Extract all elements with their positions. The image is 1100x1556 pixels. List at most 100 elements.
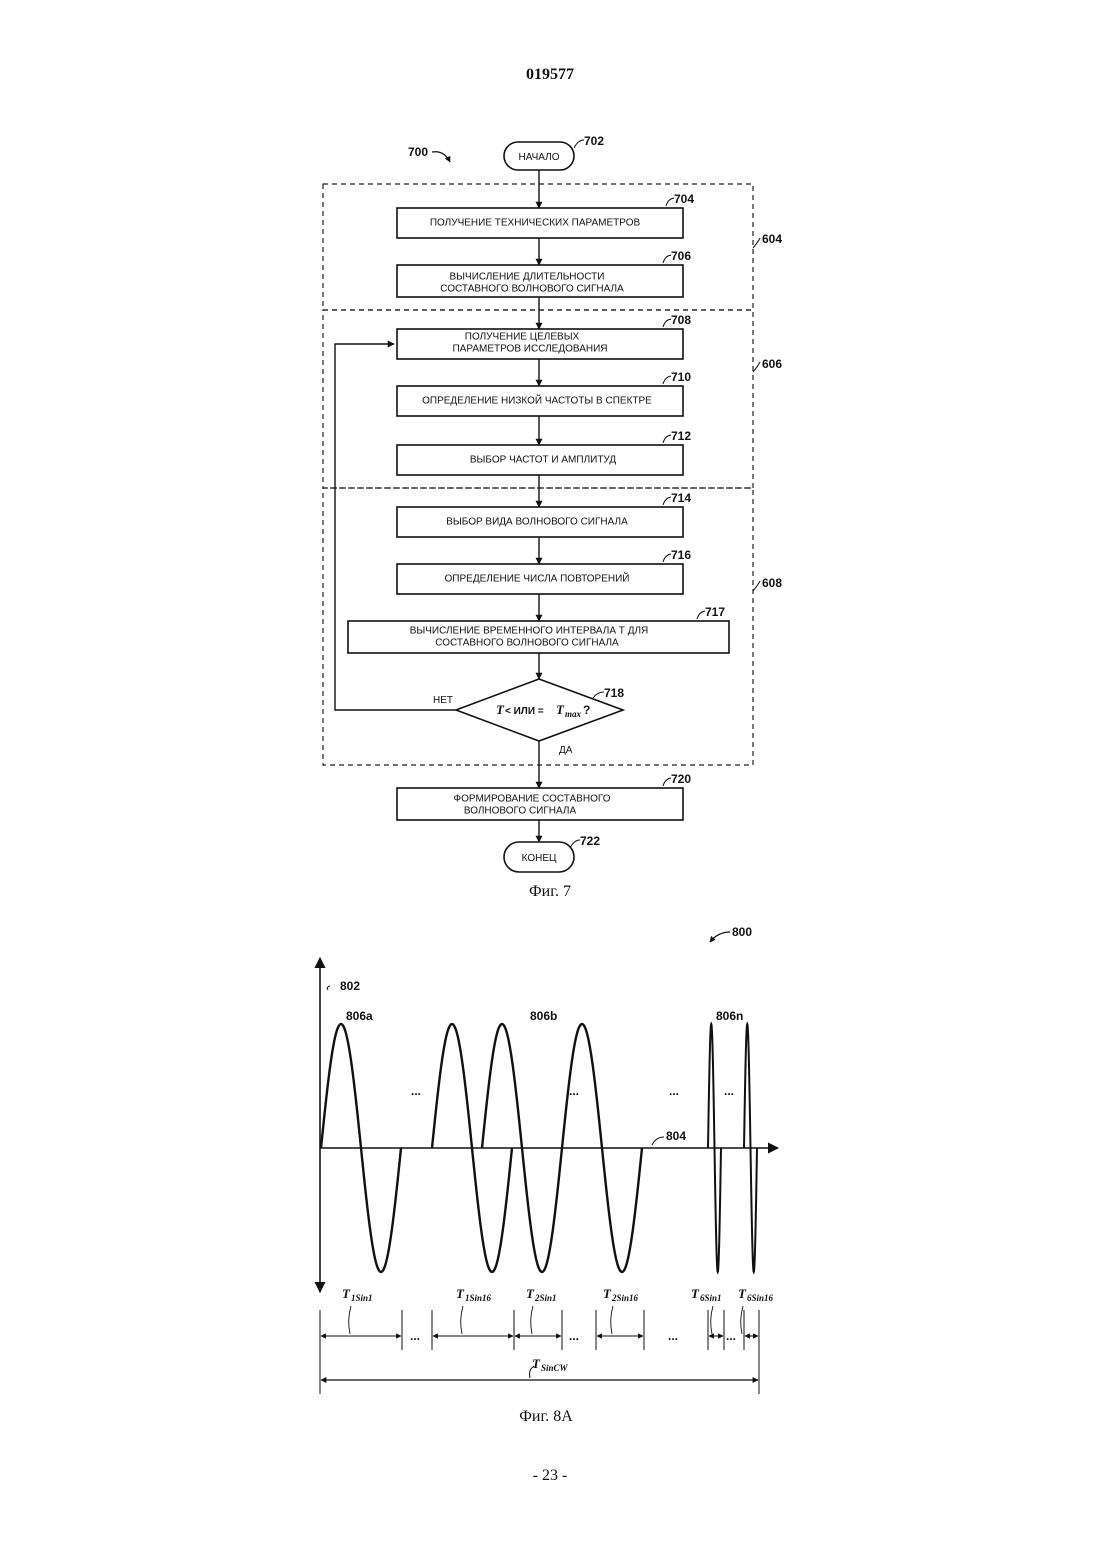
fig7-ref-700-arrow xyxy=(432,152,450,162)
step-714-ref: 714 xyxy=(671,491,691,505)
group-ref-608: 608 xyxy=(762,576,782,590)
wave-ref-806n: 806n xyxy=(716,1009,743,1023)
step-717-line-1: ВЫЧИСЛЕНИЕ ВРЕМЕННОГО ИНТЕРВАЛА Т ДЛЯ xyxy=(410,626,649,637)
end-ref-leader xyxy=(570,840,580,848)
dim-ellipsis-4: ... xyxy=(726,1329,736,1343)
start-label: НАЧАЛО xyxy=(518,152,559,163)
page-number: - 23 - xyxy=(0,1467,1100,1485)
step-716-ref: 716 xyxy=(671,548,691,562)
step-712: ВЫБОР ЧАСТОТ И АМПЛИТУД 712 xyxy=(397,429,691,475)
fig8a-ref-800: 800 xyxy=(732,925,752,939)
end-label: КОНЕЦ xyxy=(522,853,557,864)
dim-ellipsis-2: ... xyxy=(569,1329,579,1343)
step-712-line-1: ВЫБОР ЧАСТОТ И АМПЛИТУД xyxy=(470,455,616,466)
figure-8a-waveform: 800 802 804 806a 806b 806n ... ... ... .… xyxy=(320,925,778,1425)
wave-ellipsis-1: ... xyxy=(411,1084,421,1098)
interval-label-t1sin1: T 1Sin1 xyxy=(342,1286,373,1303)
interval-label-main: T xyxy=(603,1286,612,1301)
wave-ellipsis-4: ... xyxy=(724,1084,734,1098)
interval-dimension-row xyxy=(320,1306,759,1350)
dim-ellipsis-1: ... xyxy=(410,1329,420,1343)
decision-tmax: T xyxy=(556,702,565,717)
step-708: ПОЛУЧЕНИЕ ЦЕЛЕВЫХ ПАРАМЕТРОВ ИССЛЕДОВАНИ… xyxy=(397,313,691,359)
step-708-line-2: ПАРАМЕТРОВ ИССЛЕДОВАНИЯ xyxy=(452,344,607,355)
step-716-leader xyxy=(663,554,671,562)
y-axis-ref: 802 xyxy=(340,979,360,993)
step-714: ВЫБОР ВИДА ВОЛНОВОГО СИГНАЛА 714 xyxy=(397,491,691,537)
total-label-sub: SinCW xyxy=(541,1363,569,1373)
step-717-leader xyxy=(697,611,705,619)
interval-label-main: T xyxy=(456,1286,465,1301)
step-720-leader xyxy=(663,778,671,786)
step-716-line-1: ОПРЕДЕЛЕНИЕ ЧИСЛА ПОВТОРЕНИЙ xyxy=(445,572,630,585)
step-710-line-1: ОПРЕДЕЛЕНИЕ НИЗКОЙ ЧАСТОТЫ В СПЕКТРЕ xyxy=(422,394,652,407)
step-704-ref: 704 xyxy=(674,192,694,206)
step-706-line-2: СОСТАВНОГО ВОЛНОВОГО СИГНАЛА xyxy=(440,284,624,295)
group-ref-606: 606 xyxy=(762,357,782,371)
decision-ref: 718 xyxy=(604,686,624,700)
step-710-ref: 710 xyxy=(671,370,691,384)
group-604-leader xyxy=(753,238,760,248)
end-ref: 722 xyxy=(580,834,600,848)
group-ref-604: 604 xyxy=(762,232,782,246)
interval-label-main: T xyxy=(691,1286,700,1301)
step-716: ОПРЕДЕЛЕНИЕ ЧИСЛА ПОВТОРЕНИЙ 716 xyxy=(397,548,691,594)
decision-718: T < ИЛИ = T max ? 718 НЕТ ДА xyxy=(433,679,624,756)
step-720-line-1: ФОРМИРОВАНИЕ СОСТАВНОГО xyxy=(454,794,611,805)
step-706-ref: 706 xyxy=(671,249,691,263)
interval-label-sub: 2Sin16 xyxy=(611,1293,639,1303)
step-710-leader xyxy=(663,376,671,384)
interval-label-t2sin1: T 2Sin1 xyxy=(526,1286,557,1303)
wave-ref-806a: 806a xyxy=(346,1009,373,1023)
interval-label-leader-1 xyxy=(349,1306,351,1334)
step-712-leader xyxy=(663,435,671,443)
wave-ellipsis-3: ... xyxy=(669,1084,679,1098)
decision-question: ? xyxy=(583,703,590,717)
x-axis-ref-leader xyxy=(652,1137,664,1145)
step-720-ref: 720 xyxy=(671,772,691,786)
fig7-ref-700: 700 xyxy=(408,145,428,159)
interval-label-sub: 6Sin1 xyxy=(700,1293,722,1303)
interval-label-leader-6 xyxy=(741,1306,743,1334)
interval-label-t1sin16: T 1Sin16 xyxy=(456,1286,492,1303)
step-704: ПОЛУЧЕНИЕ ТЕХНИЧЕСКИХ ПАРАМЕТРОВ 704 xyxy=(397,192,694,238)
interval-label-sub: 1Sin1 xyxy=(351,1293,373,1303)
interval-label-leader-5 xyxy=(711,1306,713,1334)
y-axis-ref-leader xyxy=(327,986,330,990)
wave-ellipsis-2: ... xyxy=(569,1084,579,1098)
step-714-leader xyxy=(663,497,671,505)
interval-label-t6sin16: T 6Sin16 xyxy=(738,1286,774,1303)
decision-t: T xyxy=(496,702,505,717)
step-712-ref: 712 xyxy=(671,429,691,443)
decision-tmax-sub: max xyxy=(565,709,582,719)
decision-no-label: НЕТ xyxy=(433,695,453,706)
wave-ref-806b: 806b xyxy=(530,1009,557,1023)
fig8a-ref-800-arrow xyxy=(710,932,730,942)
start-ref: 702 xyxy=(584,134,604,148)
step-720: ФОРМИРОВАНИЕ СОСТАВНОГО ВОЛНОВОГО СИГНАЛ… xyxy=(397,772,691,820)
step-708-ref: 708 xyxy=(671,313,691,327)
interval-label-leader-3 xyxy=(531,1306,533,1334)
step-704-leader xyxy=(666,198,674,206)
interval-label-t6sin1: T 6Sin1 xyxy=(691,1286,722,1303)
step-717-ref: 717 xyxy=(705,605,725,619)
step-708-leader xyxy=(663,319,671,327)
figure-7-flowchart: 700 604 606 608 НАЧАЛО 702 xyxy=(323,134,782,900)
decision-op: < ИЛИ = xyxy=(505,706,544,717)
group-606-leader xyxy=(753,362,760,372)
step-706: ВЫЧИСЛЕНИЕ ДЛИТЕЛЬНОСТИ СОСТАВНОГО ВОЛНО… xyxy=(397,249,691,297)
start-ref-leader xyxy=(574,140,584,148)
interval-label-sub: 1Sin16 xyxy=(465,1293,492,1303)
group-608-leader xyxy=(753,581,760,591)
interval-label-sub: 6Sin16 xyxy=(747,1293,774,1303)
decision-yes-label: ДА xyxy=(559,745,573,756)
decision-ref-leader xyxy=(593,692,604,698)
fig7-caption: Фиг. 7 xyxy=(529,883,571,900)
interval-label-leader-4 xyxy=(611,1306,613,1334)
step-706-line-1: ВЫЧИСЛЕНИЕ ДЛИТЕЛЬНОСТИ xyxy=(450,272,605,283)
step-714-line-1: ВЫБОР ВИДА ВОЛНОВОГО СИГНАЛА xyxy=(446,517,628,528)
step-706-leader xyxy=(663,255,671,263)
interval-label-main: T xyxy=(342,1286,351,1301)
